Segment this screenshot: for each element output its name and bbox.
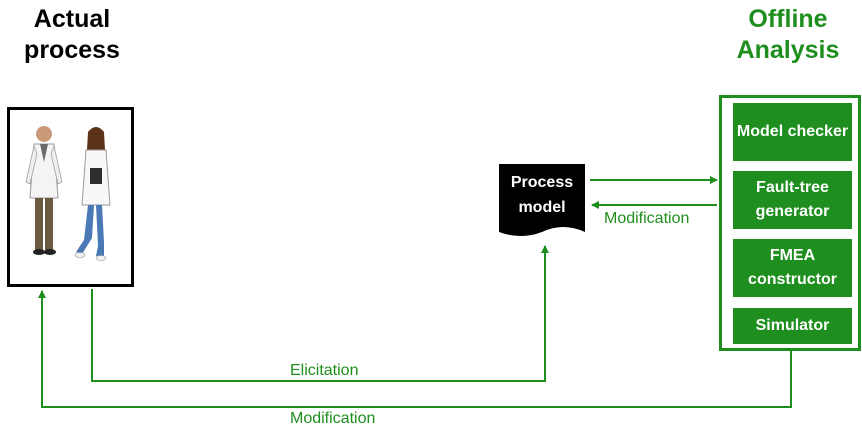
elicitation-label: Elicitation [290, 362, 359, 379]
actual-process-title: Actual process [24, 5, 120, 64]
offline-analysis-title: Offline Analysis [736, 5, 840, 64]
fault-tree-generator-box: Fault-tree generator [733, 171, 852, 229]
elicitation-arrow [91, 245, 549, 382]
modification-label-top: Modification [604, 210, 690, 227]
model-checker-box: Model checker [733, 103, 852, 161]
modification-to-process-arrow [38, 290, 792, 408]
process-model-document: Process model [499, 164, 585, 240]
process-model-label: Process model [510, 174, 574, 216]
clinicians-illustration [25, 126, 111, 261]
fmea-constructor-box: FMEA constructor [733, 239, 852, 297]
actual-process-box [7, 107, 134, 287]
document-shape [499, 164, 585, 236]
simulator-box: Simulator [733, 308, 852, 344]
modification-label-bottom: Modification [290, 410, 376, 427]
